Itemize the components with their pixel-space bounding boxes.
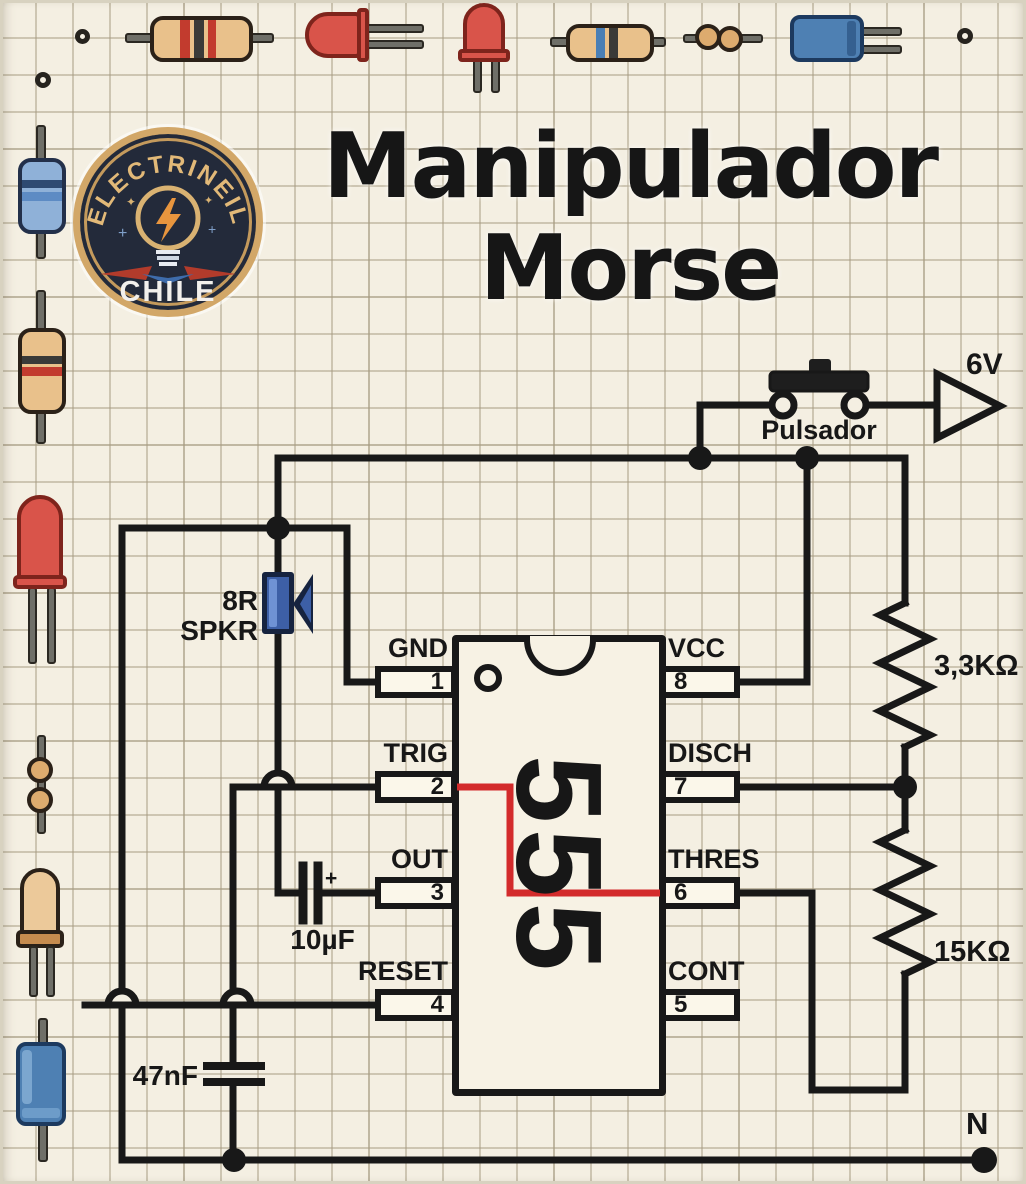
junction-dot [795,446,819,470]
ic-555-label: 555 [491,754,627,977]
logo-wing-left [100,266,152,280]
pin-box-6: 6 [660,877,740,909]
ic-pin1-indicator [474,664,502,692]
capacitor-blue-icon [16,1018,66,1162]
page-title-line1: Manipulador [323,114,939,219]
junction-dot [222,1148,246,1172]
push-button-symbol [768,359,870,420]
led-tan-icon [16,868,64,997]
pin-label-gnd: GND [388,633,448,663]
junction-dot [266,516,290,540]
sparkle-icon: + [208,221,216,237]
resistor-15k-symbol [871,825,939,979]
junction-dot [893,775,917,799]
button-terminal-right [840,390,870,420]
resistor-tan-icon [18,290,66,444]
button-left-wire [696,401,776,462]
vcc-pin-wire [736,454,811,686]
thres-wire [736,889,909,1094]
pin-label-thres: THRES [668,844,760,874]
sparkle-icon: ✦ [204,195,213,207]
pin-box-5: 5 [660,989,740,1021]
lightning-bolt-icon [156,198,181,242]
pin-box-1: 1 [375,666,457,698]
speaker-label: SPKR [180,615,258,646]
cap10-polarity-plus: + [325,867,338,890]
pin-box-8: 8 [660,666,740,698]
speaker-impedance-label: 8R [222,585,258,616]
bulb-base-line [159,262,177,266]
cap47-value-label: 47nF [132,1060,198,1091]
capacitor-icon [790,15,902,62]
supply-voltage-label: 6V [966,348,1003,381]
pin-label-cont: CONT [668,956,745,986]
sparkle-icon: ✦ [126,195,136,209]
page-title-line2: Morse [479,215,782,321]
pin-box-2: 2 [375,771,457,803]
wire-hop-reset-over-cap [219,987,255,1009]
resistor-blue-icon [18,125,66,259]
wire-hop-reset-over-rail [104,987,140,1009]
led-red-icon [13,495,67,664]
logo-wing-center [142,274,194,284]
button-terminal-left [768,390,798,420]
junction-dot [688,446,712,470]
pin-label-disch: DISCH [668,738,753,768]
resistor-film-icon [550,24,666,62]
resistor-15k-label: 15KΩ [934,936,1011,968]
logo-wing-right [184,266,236,280]
pin-box-3: 3 [375,877,457,909]
cap10-value-label: 10µF [290,924,355,955]
ferrite-beads-icon [683,24,763,52]
speaker-cone-inner [300,585,311,623]
pad-ring-icon [35,72,51,88]
button-bar [768,370,870,393]
ground-rail-wire [118,524,992,1164]
speaker-wire [274,524,302,897]
wire-hop-trig-over-speaker [260,769,296,791]
logo-art: ELECTRINEIL + + ✦ ✦ [82,150,251,284]
gnd-pin-wire [274,524,379,686]
pin-label-vcc: VCC [668,633,726,663]
speaker-icon [262,572,294,634]
pin-box-4: 4 [375,989,457,1021]
brand-logo: ELECTRINEIL + + ✦ ✦ CHILE [73,127,263,317]
logo-country-text: CHILE [119,276,217,308]
pin-label-reset: RESET [357,956,448,986]
pin-box-7: 7 [660,771,740,803]
cap47-plates [203,1062,265,1086]
sparkle-icon: + [118,225,127,242]
led-side-icon [305,8,424,64]
resistor-3k3-label: 3,3KΩ [934,650,1019,682]
push-button-label: Pulsador [761,415,877,445]
node-n-label: N [966,1106,989,1141]
bulb-base-line [156,250,180,254]
bulb-icon [135,185,201,251]
vcc-rail-wire [274,454,909,607]
resistor-icon [125,16,274,62]
pin-label-trig: TRIG [383,738,449,768]
page-title: Manipulador Morse [300,116,960,319]
pin-label-out: OUT [391,844,448,874]
supply-triangle [933,368,1008,444]
pad-ring-icon [75,29,90,44]
ferrite-beads-vertical-icon [26,735,54,834]
cap10-plates [298,861,323,925]
bulb-base-line [157,256,179,260]
trig-wire [229,783,379,1164]
node-n-dot [971,1147,997,1173]
led-up-icon [458,3,510,93]
resistor-3k3-symbol [871,598,939,752]
pad-ring-icon [957,28,973,44]
